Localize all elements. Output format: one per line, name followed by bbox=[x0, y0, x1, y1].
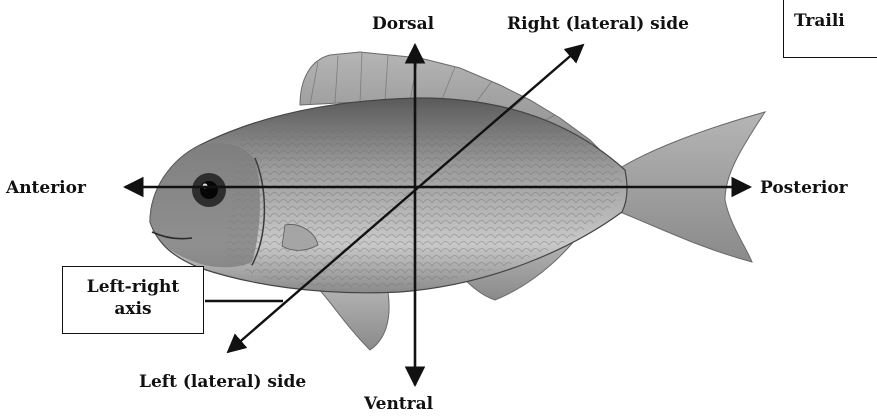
left-right-axis-box: Left-right axis bbox=[62, 266, 204, 334]
fish-scales bbox=[225, 105, 622, 287]
trailing-box: Traili bbox=[783, 0, 877, 58]
label-right-lateral-side: Right (lateral) side bbox=[507, 14, 689, 34]
left-right-axis-line1: Left-right bbox=[63, 276, 203, 298]
label-left-lateral-side: Left (lateral) side bbox=[139, 372, 306, 392]
label-dorsal: Dorsal bbox=[372, 14, 434, 34]
label-anterior: Anterior bbox=[6, 178, 86, 198]
pelvic-fin bbox=[315, 285, 389, 350]
label-posterior: Posterior bbox=[760, 178, 848, 198]
trailing-box-label: Traili bbox=[794, 10, 845, 32]
left-right-axis-line2: axis bbox=[63, 298, 203, 320]
pupil bbox=[200, 181, 218, 199]
label-ventral: Ventral bbox=[364, 394, 433, 414]
